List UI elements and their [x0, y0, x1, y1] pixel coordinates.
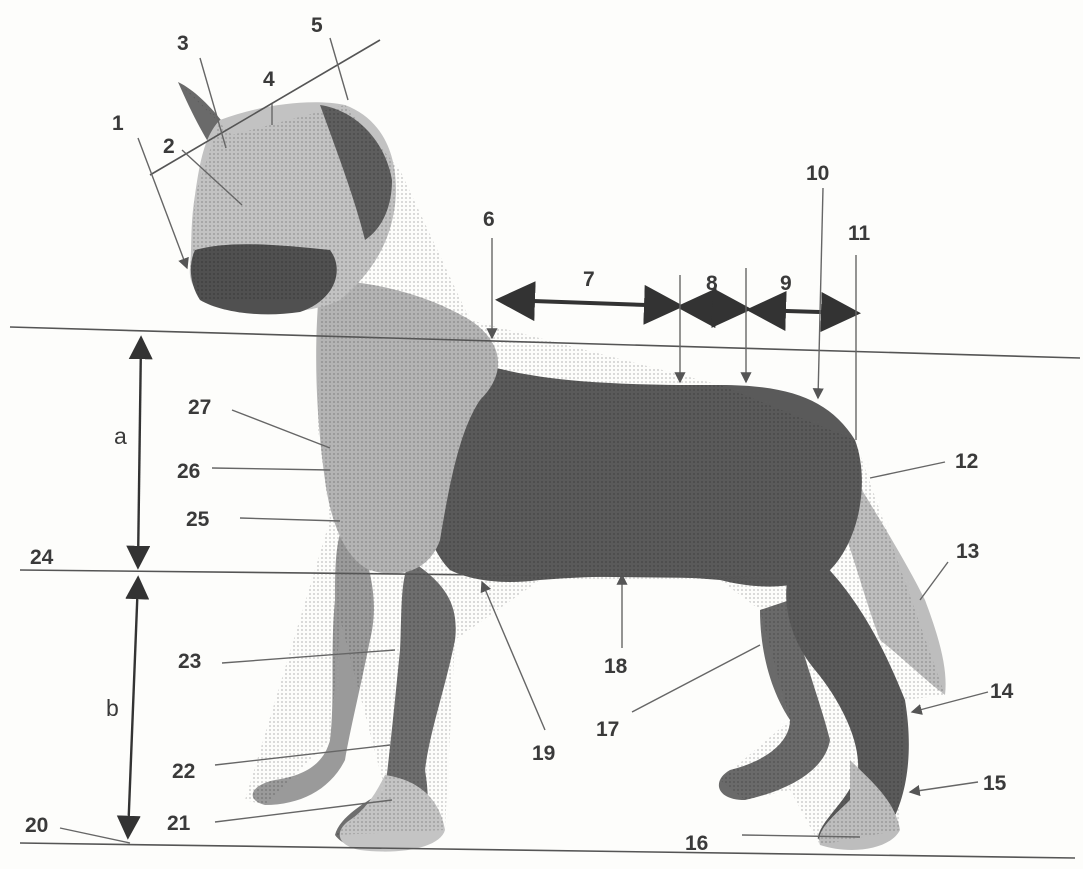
- segment-8-arrow: [684, 307, 744, 309]
- label-11: 11: [848, 222, 871, 245]
- label-14: 14: [990, 680, 1014, 703]
- label-15: 15: [983, 772, 1007, 795]
- leader-25: [240, 518, 340, 521]
- label-9: 9: [780, 272, 792, 295]
- ground-reference-line: [20, 843, 1075, 858]
- label-a: a: [114, 423, 127, 449]
- leader-5: [330, 38, 348, 100]
- label-26: 26: [177, 460, 200, 483]
- label-6: 6: [483, 208, 495, 231]
- height-arrow-a: [138, 340, 141, 565]
- leader-12: [870, 462, 945, 478]
- dog-halftone: [178, 82, 945, 845]
- label-7: 7: [583, 268, 595, 291]
- label-5: 5: [311, 14, 323, 37]
- label-2: 2: [163, 135, 175, 158]
- label-3: 3: [177, 32, 189, 55]
- leader-26: [212, 468, 330, 470]
- label-8: 8: [706, 272, 718, 295]
- label-17: 17: [596, 718, 619, 741]
- label-4: 4: [263, 68, 275, 91]
- leader-27: [232, 410, 330, 448]
- leader-13: [920, 562, 948, 600]
- segment-9-arrow: [754, 310, 853, 313]
- label-19: 19: [532, 742, 555, 765]
- leader-19: [482, 582, 545, 730]
- label-23: 23: [178, 650, 201, 673]
- label-10: 10: [806, 162, 829, 185]
- label-12: 12: [955, 450, 978, 473]
- label-18: 18: [604, 655, 628, 678]
- label-16: 16: [685, 832, 708, 855]
- label-b: b: [106, 695, 119, 721]
- height-arrows: a b: [106, 340, 141, 835]
- label-20: 20: [25, 814, 48, 837]
- leader-17: [632, 645, 760, 712]
- height-arrow-b: [128, 580, 138, 835]
- label-13: 13: [956, 540, 979, 563]
- label-22: 22: [172, 760, 195, 783]
- label-21: 21: [167, 812, 191, 835]
- leader-10: [818, 188, 823, 398]
- label-27: 27: [188, 396, 211, 419]
- label-24: 24: [30, 546, 54, 569]
- label-25: 25: [186, 508, 210, 531]
- leader-20: [60, 828, 130, 843]
- segment-7-arrow: [503, 300, 676, 306]
- label-1: 1: [112, 112, 124, 135]
- dog-silhouette: [178, 82, 946, 852]
- leader-15: [910, 782, 978, 792]
